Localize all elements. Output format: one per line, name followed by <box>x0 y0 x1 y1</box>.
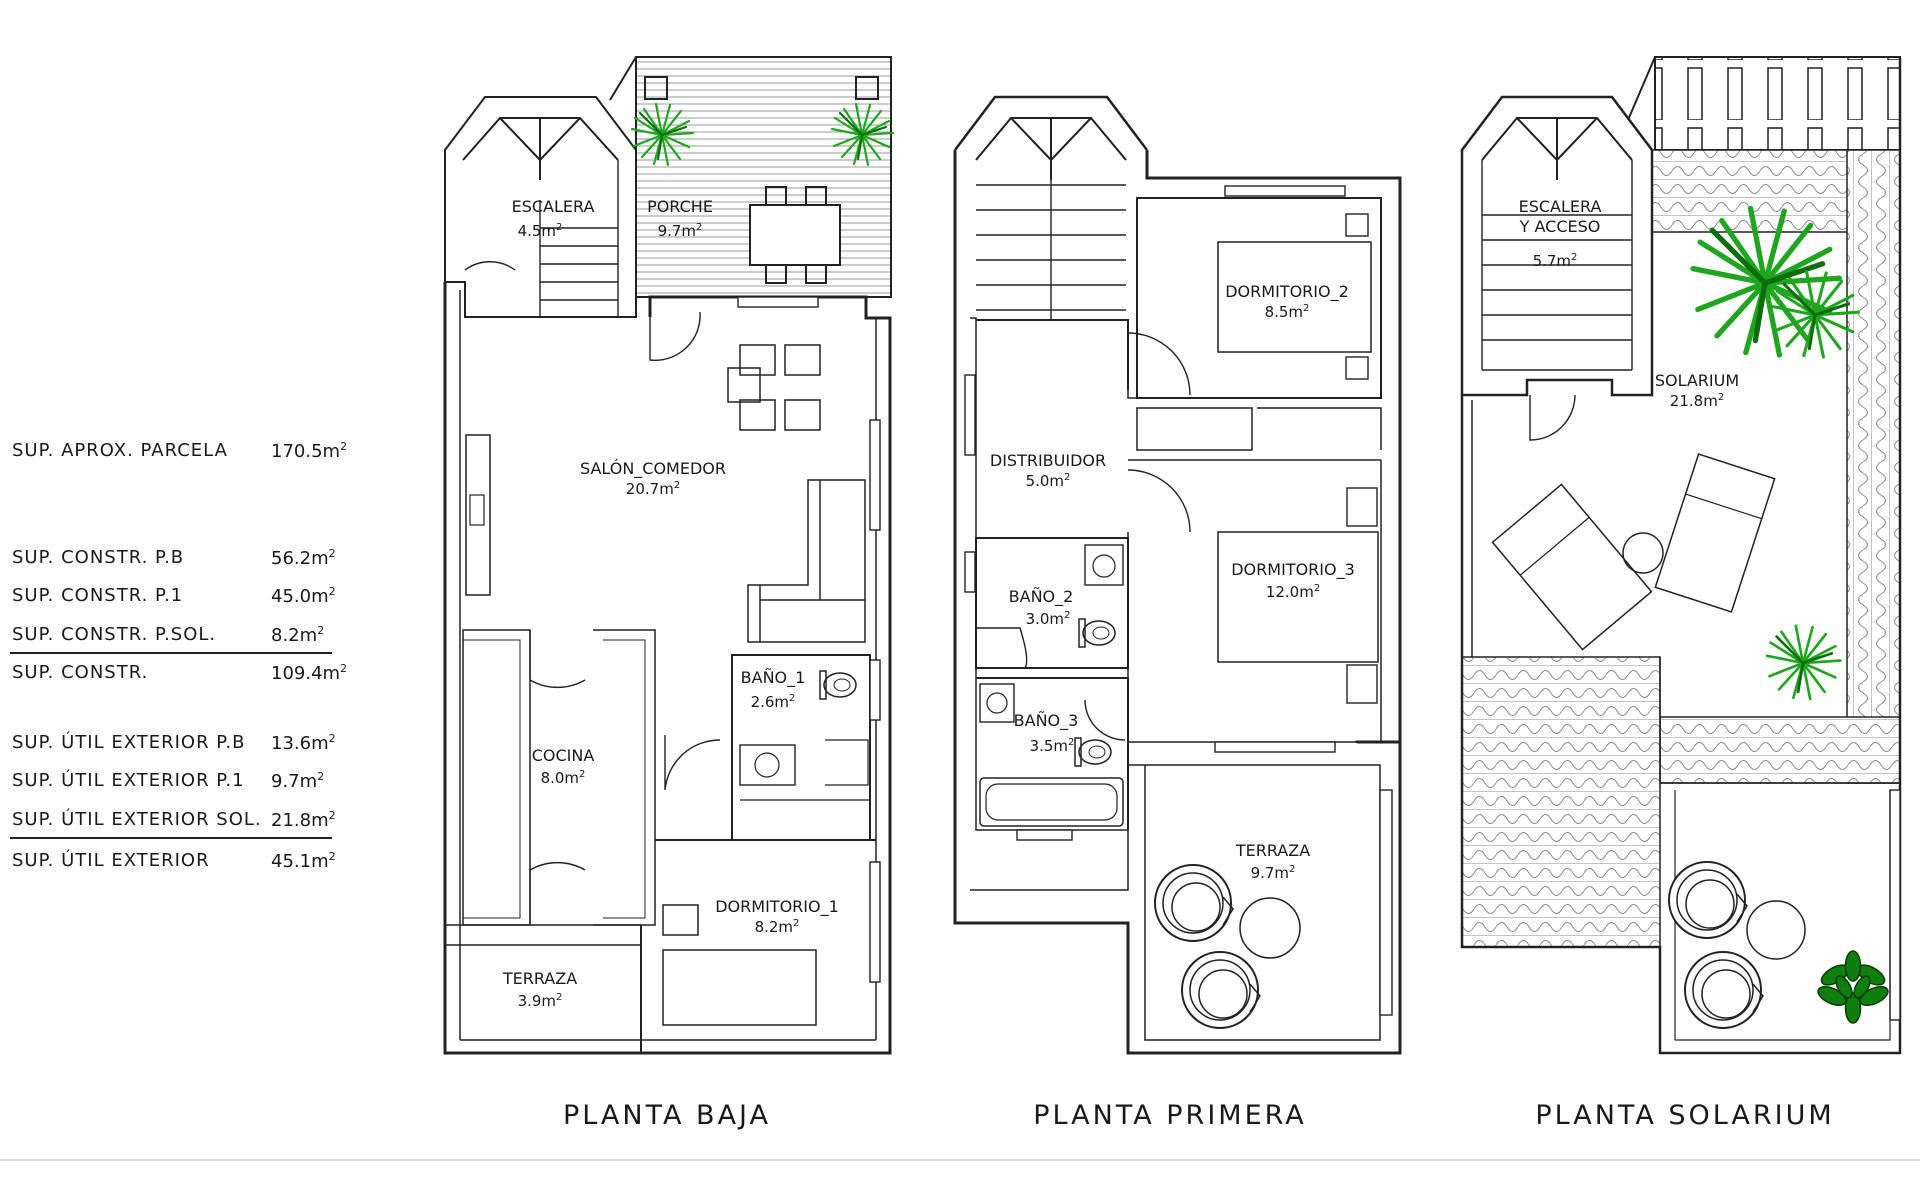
summary-value: 13.6m2 <box>271 732 336 754</box>
room-label: DORMITORIO_3 <box>1231 560 1355 580</box>
summary-label: SUP. ÚTIL EXTERIOR P.B <box>12 732 246 753</box>
room-label: TERRAZA <box>1235 841 1310 860</box>
plan-first-labels: DORMITORIO_2 8.5m2 DISTRIBUIDOR 5.0m2 DO… <box>990 282 1355 882</box>
plan-ground-floor <box>443 56 895 1055</box>
room-label: BAÑO_2 <box>1009 587 1074 607</box>
summary-value: 9.7m2 <box>271 770 325 792</box>
plan-solarium <box>1460 56 1902 1055</box>
room-label: ESCALERA <box>512 197 595 216</box>
summary-label: SUP. CONSTR. P.B <box>12 547 185 568</box>
room-area: 9.7m2 <box>1251 864 1296 882</box>
room-label: SOLARIUM <box>1655 371 1739 390</box>
room-area: 20.7m2 <box>626 480 680 498</box>
plan-ground-labels: ESCALERA 4.5m2 PORCHE 9.7m2 SALÓN_COMEDO… <box>502 197 839 1010</box>
room-area: 3.5m2 <box>1030 737 1075 755</box>
summary-row-constr-p1: SUP. CONSTR. P.1 45.0m2 <box>12 585 342 615</box>
summary-label: SUP. CONSTR. <box>12 662 149 683</box>
room-label: TERRAZA <box>502 969 577 988</box>
room-label: ESCALERA <box>1519 197 1602 216</box>
summary-value: 45.1m2 <box>271 850 336 872</box>
summary-row-parcela: SUP. APROX. PARCELA 170.5m2 <box>12 440 347 470</box>
summary-value: 21.8m2 <box>271 809 336 831</box>
room-label: SALÓN_COMEDOR <box>580 459 726 479</box>
summary-value: 45.0m2 <box>271 585 336 607</box>
summary-divider <box>10 837 332 839</box>
room-label: PORCHE <box>647 197 713 216</box>
summary-label: SUP. ÚTIL EXTERIOR P.1 <box>12 770 245 791</box>
summary-value: 56.2m2 <box>271 547 336 569</box>
summary-row-util-sol: SUP. ÚTIL EXTERIOR SOL. 21.8m2 <box>12 809 342 839</box>
summary-label: SUP. CONSTR. P.1 <box>12 585 184 606</box>
room-area: 5.0m2 <box>1026 472 1071 490</box>
plan-title-ground: PLANTA BAJA <box>563 1100 771 1131</box>
room-area: 8.2m2 <box>755 918 800 936</box>
summary-value: 109.4m2 <box>271 662 348 684</box>
room-label: BAÑO_1 <box>741 668 806 688</box>
room-area: 21.8m2 <box>1670 392 1724 410</box>
room-area: 3.9m2 <box>518 992 563 1010</box>
plan-first-floor <box>953 95 1402 1055</box>
room-area: 9.7m2 <box>658 222 703 240</box>
summary-label: SUP. ÚTIL EXTERIOR <box>12 850 210 871</box>
room-area: 8.5m2 <box>1265 303 1310 321</box>
surface-summary: SUP. APROX. PARCELA 170.5m2 SUP. CONSTR.… <box>0 0 360 1200</box>
room-label: COCINA <box>532 746 595 765</box>
plan-title-solarium: PLANTA SOLARIUM <box>1535 1100 1834 1131</box>
summary-divider <box>10 652 332 654</box>
summary-value: 170.5m2 <box>271 440 348 462</box>
summary-row-constr-pb: SUP. CONSTR. P.B 56.2m2 <box>12 547 342 577</box>
room-area: 2.6m2 <box>751 693 796 711</box>
room-label: DORMITORIO_2 <box>1225 282 1349 302</box>
summary-label: SUP. APROX. PARCELA <box>12 440 228 461</box>
summary-label: SUP. CONSTR. P.SOL. <box>12 624 217 645</box>
room-area: 5.7m2 <box>1533 252 1578 270</box>
room-area: 8.0m2 <box>541 769 586 787</box>
summary-row-constr-total: SUP. CONSTR. 109.4m2 <box>12 662 347 692</box>
room-label: DISTRIBUIDOR <box>990 451 1106 470</box>
summary-row-util-total: SUP. ÚTIL EXTERIOR 45.1m2 <box>12 850 342 880</box>
summary-row-util-pb: SUP. ÚTIL EXTERIOR P.B 13.6m2 <box>12 732 342 762</box>
room-label: DORMITORIO_1 <box>715 897 839 917</box>
plan-title-first: PLANTA PRIMERA <box>1033 1100 1307 1131</box>
room-area: 4.5m2 <box>518 222 563 240</box>
summary-row-util-p1: SUP. ÚTIL EXTERIOR P.1 9.7m2 <box>12 770 342 800</box>
summary-value: 8.2m2 <box>271 624 325 646</box>
room-area: 12.0m2 <box>1266 583 1320 601</box>
summary-label: SUP. ÚTIL EXTERIOR SOL. <box>12 809 262 830</box>
plan-solarium-labels: ESCALERA Y ACCESO 5.7m2 SOLARIUM 21.8m2 <box>1519 197 1740 410</box>
room-label: BAÑO_3 <box>1014 711 1079 731</box>
summary-row-constr-psol: SUP. CONSTR. P.SOL. 8.2m2 <box>12 624 342 654</box>
room-label-line2: Y ACCESO <box>1519 217 1601 236</box>
room-area: 3.0m2 <box>1026 610 1071 628</box>
